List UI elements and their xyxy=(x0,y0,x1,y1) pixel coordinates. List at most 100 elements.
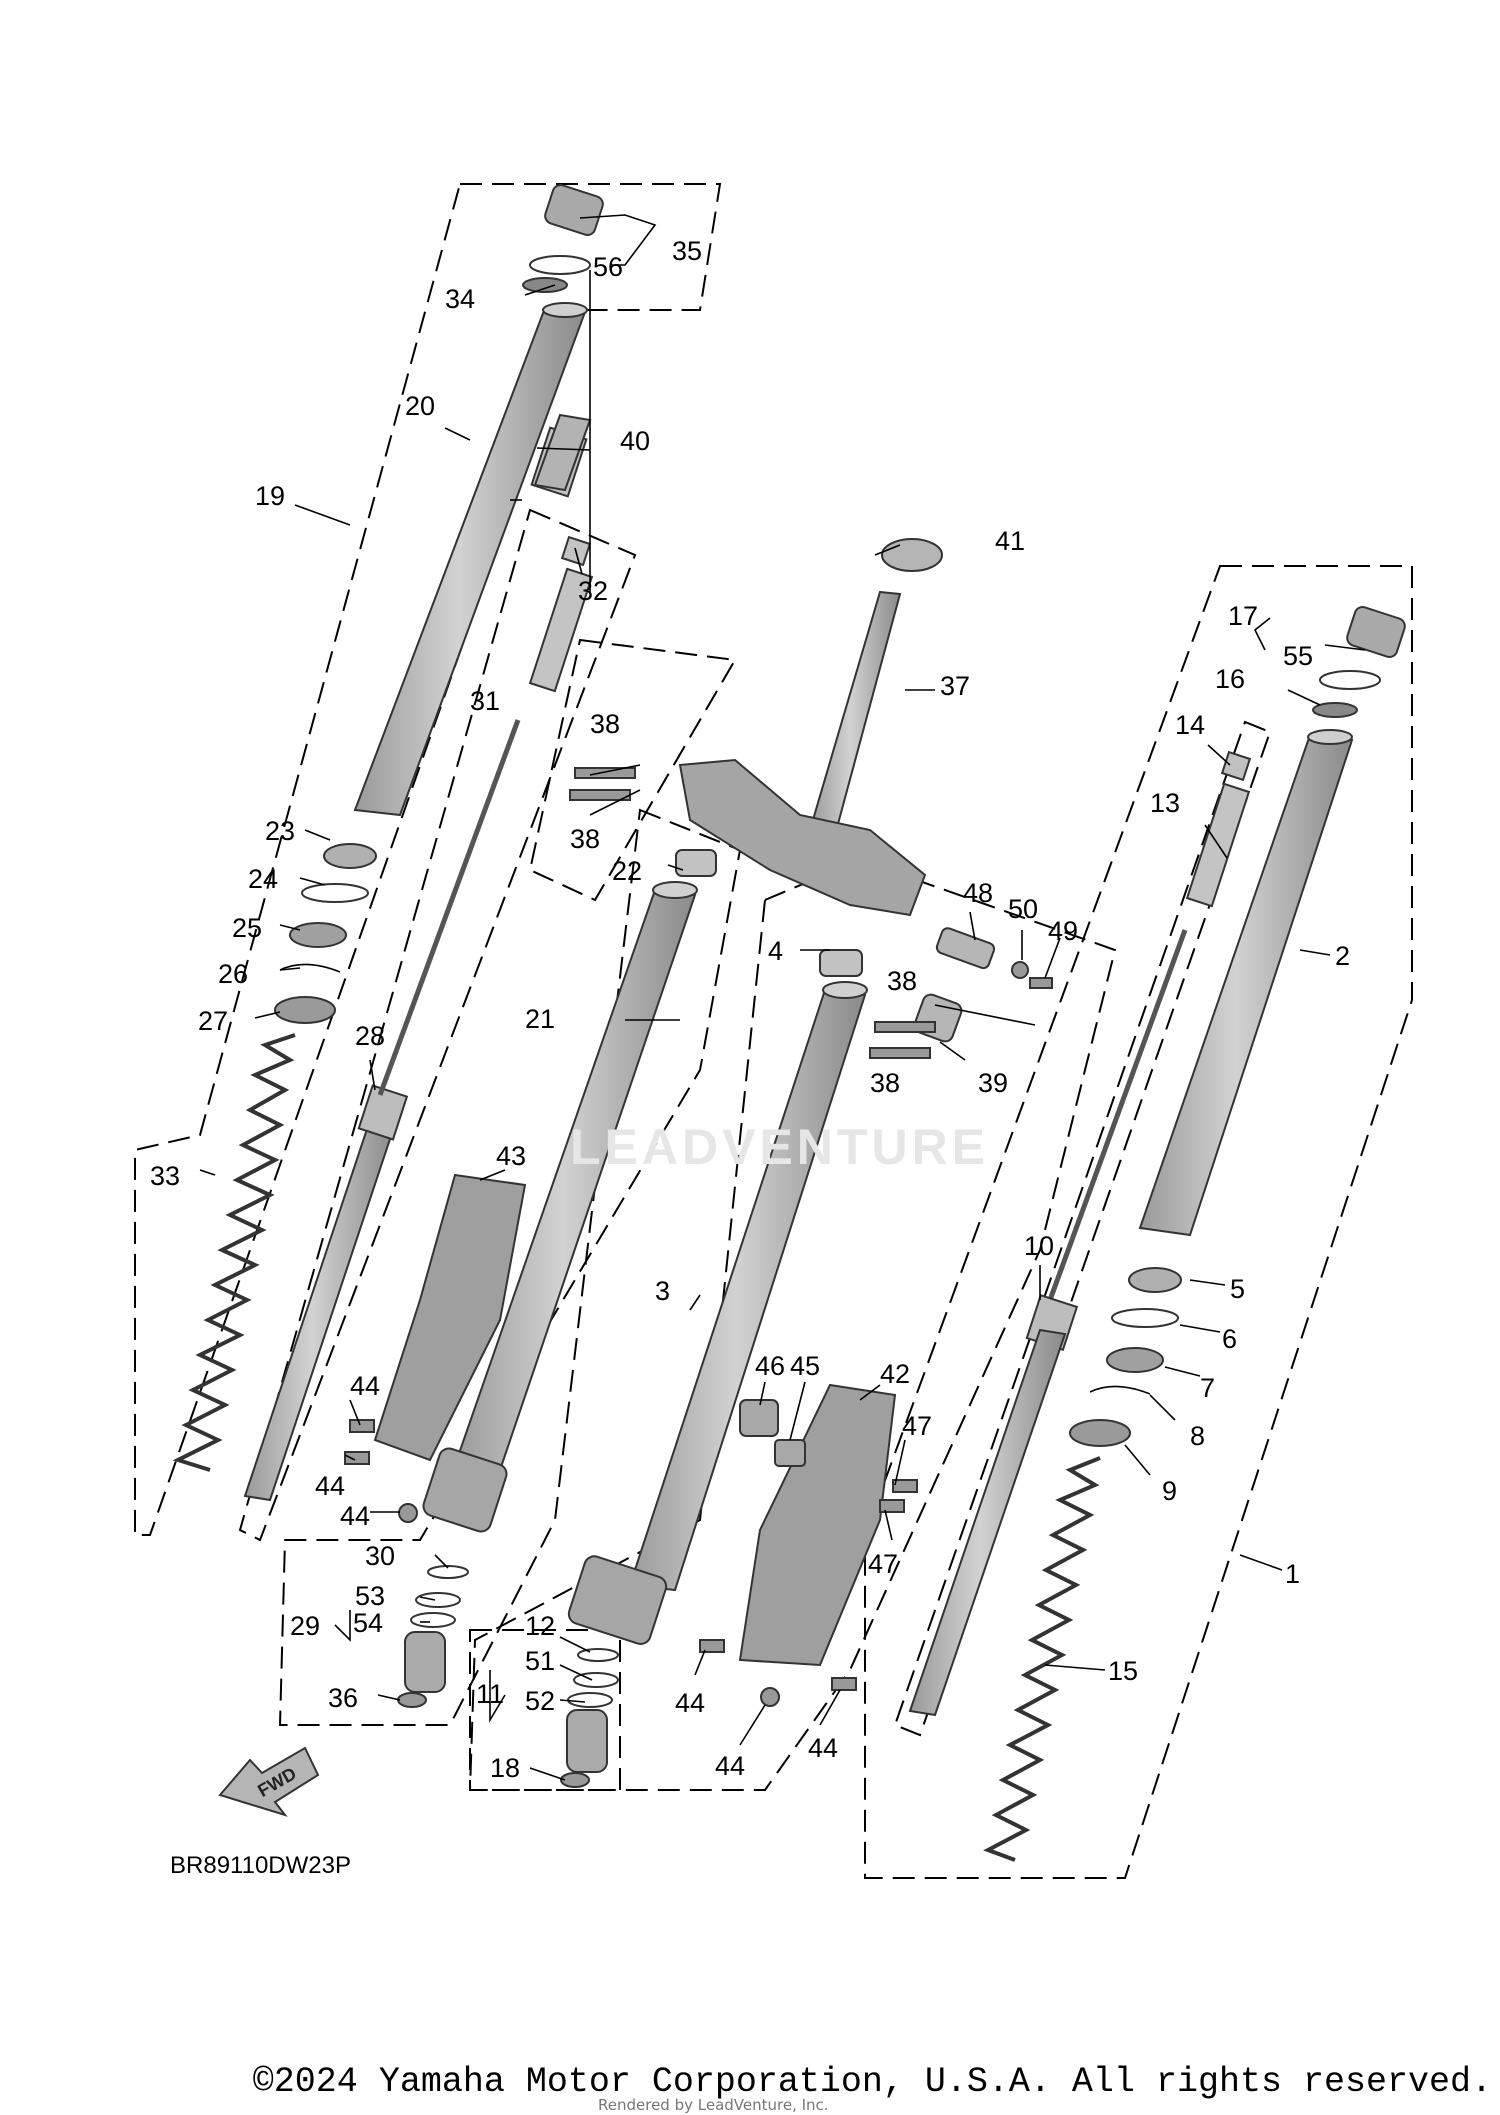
group-outline-lower-left xyxy=(278,808,742,1726)
callout-2: 2 xyxy=(1335,941,1350,971)
base-valve-left xyxy=(404,1631,446,1693)
cover-tube-40 xyxy=(533,413,592,492)
copyright-notice: ©2024 Yamaha Motor Corporation, U.S.A. A… xyxy=(0,2062,1500,2102)
callout-8: 8 xyxy=(1190,1421,1205,1451)
cartridge-top-left xyxy=(528,567,594,693)
slide-metal-right xyxy=(1128,1267,1182,1293)
callout-44a: 44 xyxy=(350,1371,380,1401)
screw-44-d xyxy=(699,1639,725,1653)
callout-17: 17 xyxy=(1228,601,1258,631)
group-outline-lower-bottom xyxy=(469,1629,621,1791)
collar-4 xyxy=(819,949,863,977)
oil-seal-cap-right xyxy=(1346,606,1406,658)
clip-45 xyxy=(774,1439,806,1467)
bolt-38-b xyxy=(569,789,631,801)
callout-35: 35 xyxy=(672,236,702,266)
callout-labels: 1 2 3 4 5 6 7 8 9 10 11 12 13 14 15 16 1… xyxy=(150,236,1350,1783)
callout-14: 14 xyxy=(1175,710,1205,740)
o-ring-12 xyxy=(577,1648,619,1662)
callout-49: 49 xyxy=(1048,916,1078,946)
callout-34: 34 xyxy=(445,284,475,314)
callout-33: 33 xyxy=(150,1161,180,1191)
bearing-41 xyxy=(881,538,943,572)
callout-54: 54 xyxy=(353,1608,383,1638)
group-outline-inner-rod-right xyxy=(893,720,1272,1737)
callout-20: 20 xyxy=(405,391,435,421)
callout-29: 29 xyxy=(290,1611,320,1641)
collar-22 xyxy=(675,849,717,877)
axle-bracket-right xyxy=(567,1555,668,1645)
group-outline-left-fork xyxy=(134,183,722,1536)
clamp-48 xyxy=(935,927,996,970)
screw-47-b xyxy=(879,1499,905,1513)
circlip-left-top xyxy=(522,277,568,293)
callout-44c: 44 xyxy=(340,1501,370,1531)
callout-15: 15 xyxy=(1108,1656,1138,1686)
fwd-arrow-icon xyxy=(218,1746,320,1817)
dust-seal-left xyxy=(274,996,336,1024)
watermark: LEADVENTURE xyxy=(570,1119,990,1175)
o-ring-51 xyxy=(573,1672,619,1688)
oil-seal-ring-left xyxy=(301,883,369,903)
screw-49 xyxy=(1029,977,1053,989)
outer-tube-left xyxy=(353,306,587,817)
circlip-right-top xyxy=(1312,702,1358,718)
o-ring-left-top xyxy=(529,255,591,275)
oil-seal-cap-left xyxy=(544,184,604,236)
stopper-ring-left xyxy=(279,963,341,973)
oil-seal-ring-right xyxy=(1111,1308,1179,1328)
screw-44-a xyxy=(349,1419,375,1433)
nut-50 xyxy=(1011,961,1029,979)
callout-46: 46 xyxy=(755,1351,785,1381)
callout-44b: 44 xyxy=(315,1471,345,1501)
clamp-46 xyxy=(739,1399,779,1437)
damper-rod-right xyxy=(908,1328,1067,1717)
callout-23: 23 xyxy=(265,816,295,846)
callout-42: 42 xyxy=(880,1359,910,1389)
callout-24: 24 xyxy=(248,864,278,894)
callout-43: 43 xyxy=(496,1141,526,1171)
callout-44e: 44 xyxy=(715,1751,745,1781)
callout-38c: 38 xyxy=(887,966,917,996)
oil-seal-right xyxy=(1106,1347,1164,1373)
screw-47-a xyxy=(892,1479,918,1493)
oil-seal-left xyxy=(289,922,347,948)
callout-19: 19 xyxy=(255,481,285,511)
callout-52: 52 xyxy=(525,1686,555,1716)
diagram-code: BR89110DW23P xyxy=(170,1852,351,1879)
callout-30: 30 xyxy=(365,1541,395,1571)
inner-tube-right-top xyxy=(822,981,868,999)
callout-6: 6 xyxy=(1222,1324,1237,1354)
callout-31: 31 xyxy=(470,686,500,716)
callout-25: 25 xyxy=(232,913,262,943)
screw-44-e xyxy=(760,1687,780,1707)
callout-26: 26 xyxy=(218,959,248,989)
stopper-ring-right xyxy=(1089,1385,1151,1395)
screw-44-c xyxy=(398,1503,418,1523)
fork-spring-right xyxy=(983,1456,1101,1862)
callout-38b: 38 xyxy=(570,824,600,854)
callout-56: 56 xyxy=(593,252,623,282)
callout-40: 40 xyxy=(620,426,650,456)
leader-lines xyxy=(199,214,1366,1781)
guide-bush-right xyxy=(1220,750,1252,782)
callout-10: 10 xyxy=(1024,1231,1054,1261)
inner-tube-left-top xyxy=(652,881,698,899)
rendered-by-notice: Rendered by LeadVenture, Inc. xyxy=(598,2096,829,2114)
callout-18: 18 xyxy=(490,1753,520,1783)
callout-22: 22 xyxy=(612,856,642,886)
callout-44f: 44 xyxy=(808,1733,838,1763)
callout-12: 12 xyxy=(525,1611,555,1641)
callout-50: 50 xyxy=(1008,894,1038,924)
callout-48: 48 xyxy=(963,878,993,908)
callout-3: 3 xyxy=(655,1276,670,1306)
clamp-39 xyxy=(913,993,963,1043)
bolt-38-a xyxy=(574,767,636,779)
callout-44d: 44 xyxy=(675,1688,705,1718)
o-ring-54 xyxy=(410,1612,456,1628)
callout-53: 53 xyxy=(355,1581,385,1611)
callout-1: 1 xyxy=(1285,1559,1300,1589)
fork-guard-left xyxy=(373,1173,527,1462)
callout-9: 9 xyxy=(1162,1476,1177,1506)
damper-shaft-left xyxy=(377,719,521,1096)
